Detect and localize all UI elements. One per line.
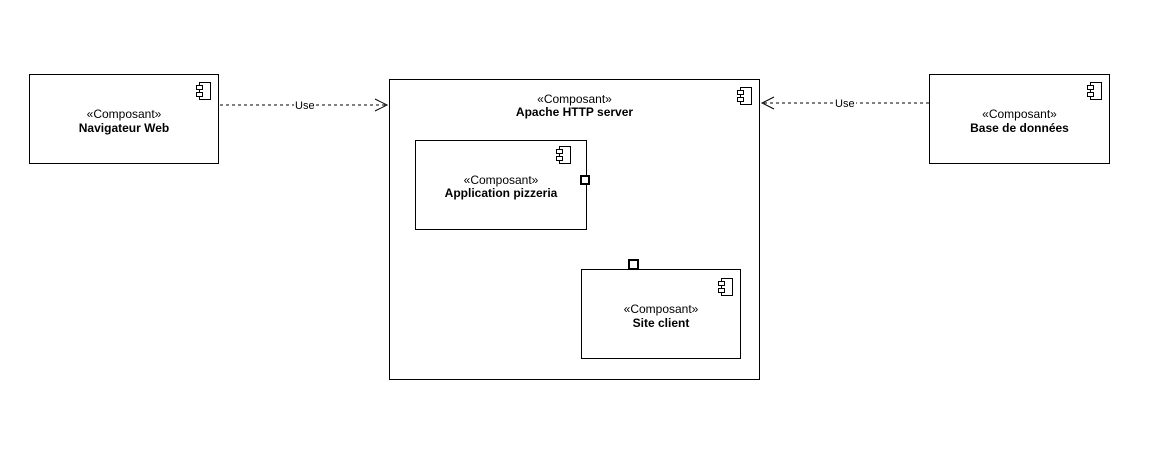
component-icon bbox=[737, 87, 752, 105]
component-icon bbox=[556, 146, 571, 164]
component-name: Navigateur Web bbox=[78, 121, 170, 135]
component-stereotype: «Composant» bbox=[982, 107, 1057, 121]
component-name: Base de données bbox=[970, 121, 1069, 135]
component-stereotype: «Composant» bbox=[623, 302, 699, 316]
dependency-base-apache-arrowhead bbox=[760, 96, 775, 110]
component-icon bbox=[718, 278, 733, 296]
component-name: Application pizzeria bbox=[444, 186, 558, 200]
component-name: Site client bbox=[632, 316, 690, 330]
component-icon bbox=[1087, 82, 1102, 100]
dependency-nav-apache-arrowhead bbox=[374, 98, 389, 112]
component-base-de-donnees[interactable]: «Composant» Base de données bbox=[929, 74, 1110, 164]
port-pizzeria-provided[interactable] bbox=[580, 175, 590, 185]
dependency-nav-apache-label: Use bbox=[294, 100, 316, 112]
component-application-pizzeria[interactable]: «Composant» Application pizzeria bbox=[415, 140, 587, 230]
component-navigateur-web[interactable]: «Composant» Navigateur Web bbox=[29, 74, 219, 164]
component-icon bbox=[196, 82, 211, 100]
component-site-client[interactable]: «Composant» Site client bbox=[581, 269, 741, 359]
component-name: Apache HTTP server bbox=[515, 105, 634, 119]
component-stereotype: «Composant» bbox=[86, 107, 162, 121]
dependency-base-apache-label: Use bbox=[834, 98, 856, 110]
component-stereotype: «Composant» bbox=[537, 92, 612, 106]
port-site-client-required[interactable] bbox=[628, 259, 639, 270]
component-stereotype: «Composant» bbox=[463, 173, 539, 187]
